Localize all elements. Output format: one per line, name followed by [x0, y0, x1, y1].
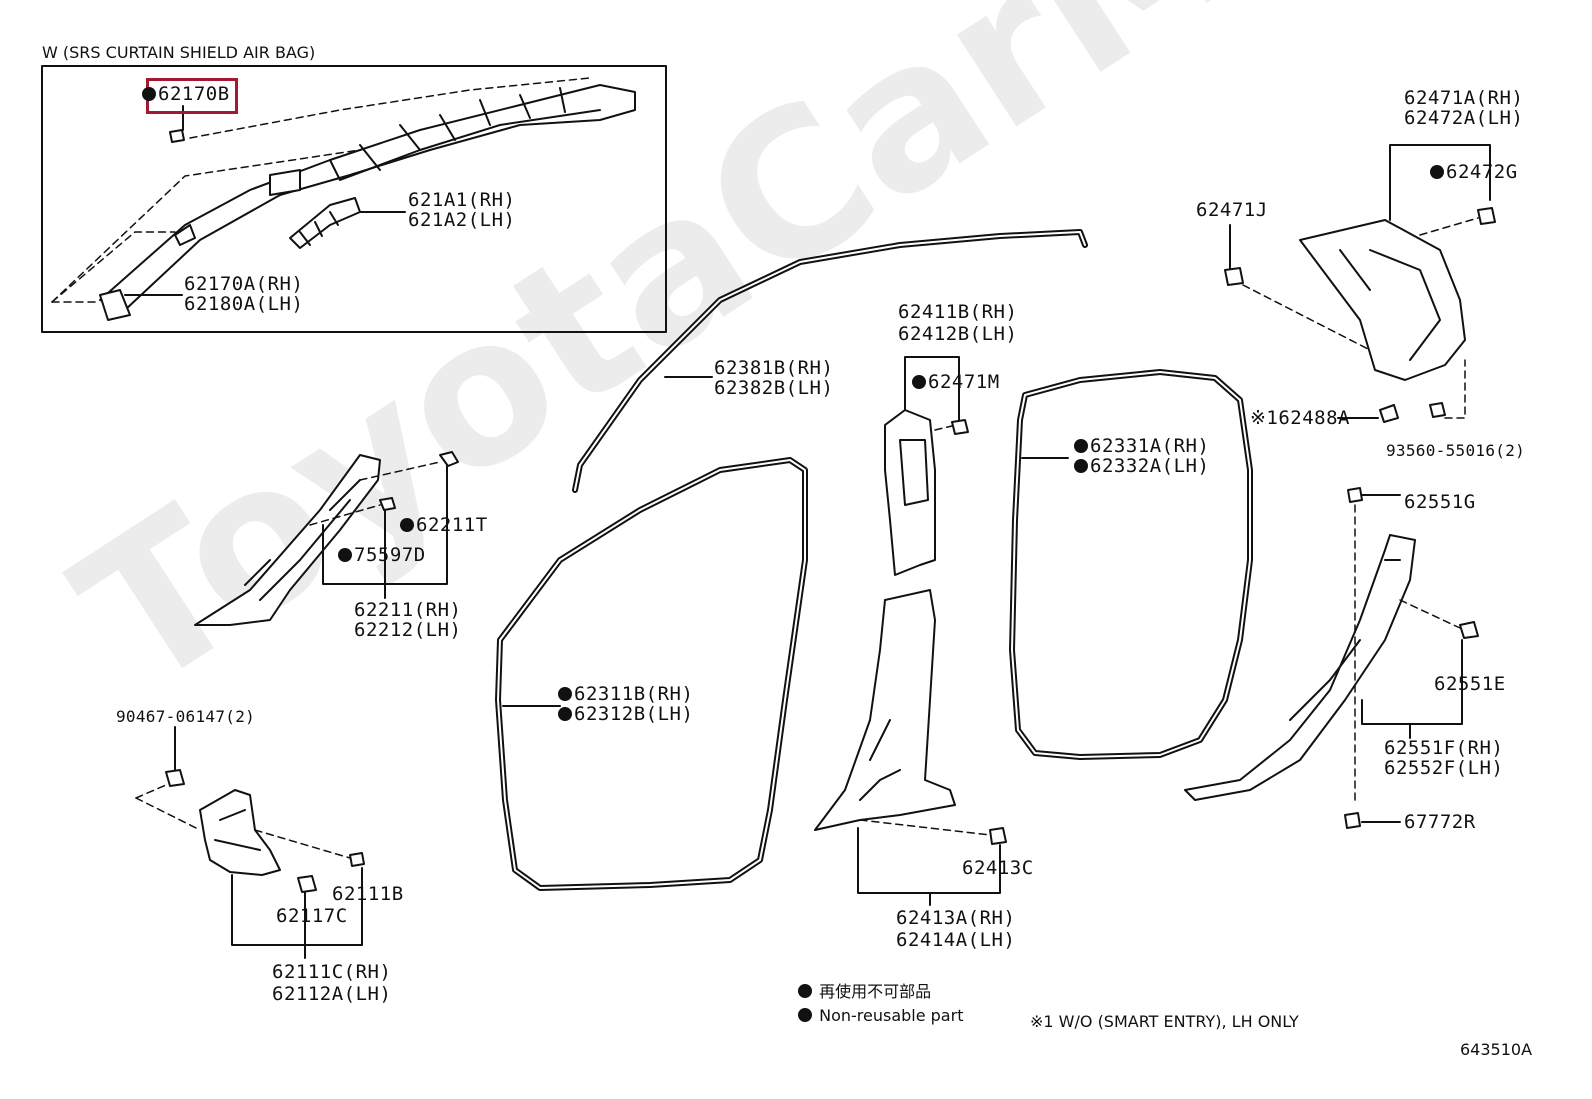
label-62551F[interactable]: 62551F(RH) — [1384, 737, 1504, 759]
clip-62413C — [989, 827, 1007, 845]
non-reusable-dot — [558, 687, 572, 701]
non-reusable-dot — [400, 518, 414, 532]
clip-62211T — [439, 451, 459, 467]
part-number: 75597D — [354, 544, 426, 566]
label-62551E[interactable]: 62551E — [1434, 673, 1506, 695]
nut-90467 — [165, 769, 185, 787]
non-reusable-dot — [1074, 439, 1088, 453]
label-62332A[interactable]: 62332A(LH) — [1074, 456, 1209, 476]
label-621A1[interactable]: 621A1(RH) — [408, 189, 516, 211]
legend-text: Non-reusable part — [819, 1006, 964, 1025]
non-reusable-dot — [142, 87, 156, 101]
clip-62551E — [1459, 621, 1479, 639]
inset-frame — [41, 65, 667, 333]
clip-75597D — [379, 497, 396, 511]
note-mark: ※1 — [1250, 407, 1279, 429]
curtain-airbag-part — [99, 84, 636, 321]
rear-door-weatherstrip — [1009, 369, 1253, 760]
label-62413A[interactable]: 62413A(RH) — [896, 907, 1016, 929]
part-number: 62211T — [416, 514, 488, 536]
label-62170A[interactable]: 62170A(RH) — [184, 273, 304, 295]
rear-kick-panel — [1184, 534, 1416, 801]
label-62382B[interactable]: 62382B(LH) — [714, 377, 834, 399]
label-62331A[interactable]: 62331A(RH) — [1074, 436, 1209, 456]
label-62471J[interactable]: 62471J — [1196, 199, 1268, 221]
non-reusable-dot — [1074, 459, 1088, 473]
cowl-side-trim — [199, 789, 281, 876]
label-62411B[interactable]: 62411B(RH) — [898, 301, 1018, 323]
part-number: 62332A(LH) — [1090, 455, 1210, 477]
non-reusable-dot — [558, 707, 572, 721]
legend-note: ※1 W/O (SMART ENTRY), LH ONLY — [1030, 1012, 1299, 1031]
label-62211T[interactable]: 62211T — [400, 515, 488, 535]
center-pillar-upper-garnish — [884, 409, 936, 576]
label-62212[interactable]: 62212(LH) — [354, 619, 462, 641]
part-number: 62311B(RH) — [574, 683, 694, 705]
center-pillar-lower-garnish — [814, 589, 956, 831]
part-number: 62331A(RH) — [1090, 435, 1210, 457]
label-62117C[interactable]: 62117C — [276, 905, 348, 927]
label-62551G[interactable]: 62551G — [1404, 491, 1476, 513]
diagram-id: 643510A — [1460, 1040, 1533, 1059]
legend-en: Non-reusable part — [798, 1006, 963, 1026]
airbag-bracket — [289, 197, 361, 249]
part-number: 62471M — [928, 371, 1000, 393]
legend-dot — [798, 1008, 812, 1022]
non-reusable-dot — [1430, 165, 1444, 179]
label-62552F[interactable]: 62552F(LH) — [1384, 757, 1504, 779]
clip-62111B — [349, 852, 365, 867]
part-number: 62472G — [1446, 161, 1518, 183]
clip-62117C — [297, 875, 317, 893]
label-621A2[interactable]: 621A2(LH) — [408, 209, 516, 231]
label-93560[interactable]: 93560-55016(2) — [1386, 441, 1526, 460]
clip-67772R — [1344, 812, 1361, 829]
part-number: 62170B — [158, 83, 230, 105]
legend-dot — [798, 984, 812, 998]
label-62414A[interactable]: 62414A(LH) — [896, 929, 1016, 951]
clip-62471J — [1224, 267, 1244, 286]
label-62112A[interactable]: 62112A(LH) — [272, 983, 392, 1005]
legend-text: 再使用不可部品 — [819, 982, 932, 1001]
clip-62472G — [1477, 207, 1496, 225]
label-62180A[interactable]: 62180A(LH) — [184, 293, 304, 315]
label-62381B[interactable]: 62381B(RH) — [714, 357, 834, 379]
clip-62551G — [1347, 487, 1363, 503]
label-62413C[interactable]: 62413C — [962, 857, 1034, 879]
label-62111C[interactable]: 62111C(RH) — [272, 961, 392, 983]
clip-62170B — [169, 129, 185, 143]
label-67772R[interactable]: 67772R — [1404, 811, 1476, 833]
non-reusable-dot — [912, 375, 926, 389]
inset-title: W (SRS CURTAIN SHIELD AIR BAG) — [42, 43, 316, 62]
label-62488A[interactable]: ※162488A — [1250, 408, 1350, 428]
non-reusable-dot — [338, 548, 352, 562]
label-62311B[interactable]: 62311B(RH) — [558, 684, 693, 704]
label-62472A[interactable]: 62472A(LH) — [1404, 107, 1524, 129]
front-door-weatherstrip — [495, 457, 808, 891]
label-62170B[interactable]: 62170B — [142, 84, 230, 104]
quarter-trim-upper — [1299, 219, 1466, 381]
label-62472G[interactable]: 62472G — [1430, 162, 1518, 182]
clip-62488A — [1379, 404, 1399, 423]
label-62312B[interactable]: 62312B(LH) — [558, 704, 693, 724]
part-number: 62312B(LH) — [574, 703, 694, 725]
label-90467[interactable]: 90467-06147(2) — [116, 707, 256, 726]
screw-93560 — [1429, 402, 1446, 418]
label-75597D[interactable]: 75597D — [338, 545, 426, 565]
label-62412B[interactable]: 62412B(LH) — [898, 323, 1018, 345]
legend-jp: 再使用不可部品 — [798, 982, 931, 1002]
clip-62471M — [951, 419, 969, 435]
label-62471M[interactable]: 62471M — [912, 372, 1000, 392]
a-pillar-garnish — [194, 454, 381, 626]
label-62211[interactable]: 62211(RH) — [354, 599, 462, 621]
label-62471A[interactable]: 62471A(RH) — [1404, 87, 1524, 109]
label-62111B[interactable]: 62111B — [332, 883, 404, 905]
part-number: 62488A — [1278, 407, 1350, 429]
